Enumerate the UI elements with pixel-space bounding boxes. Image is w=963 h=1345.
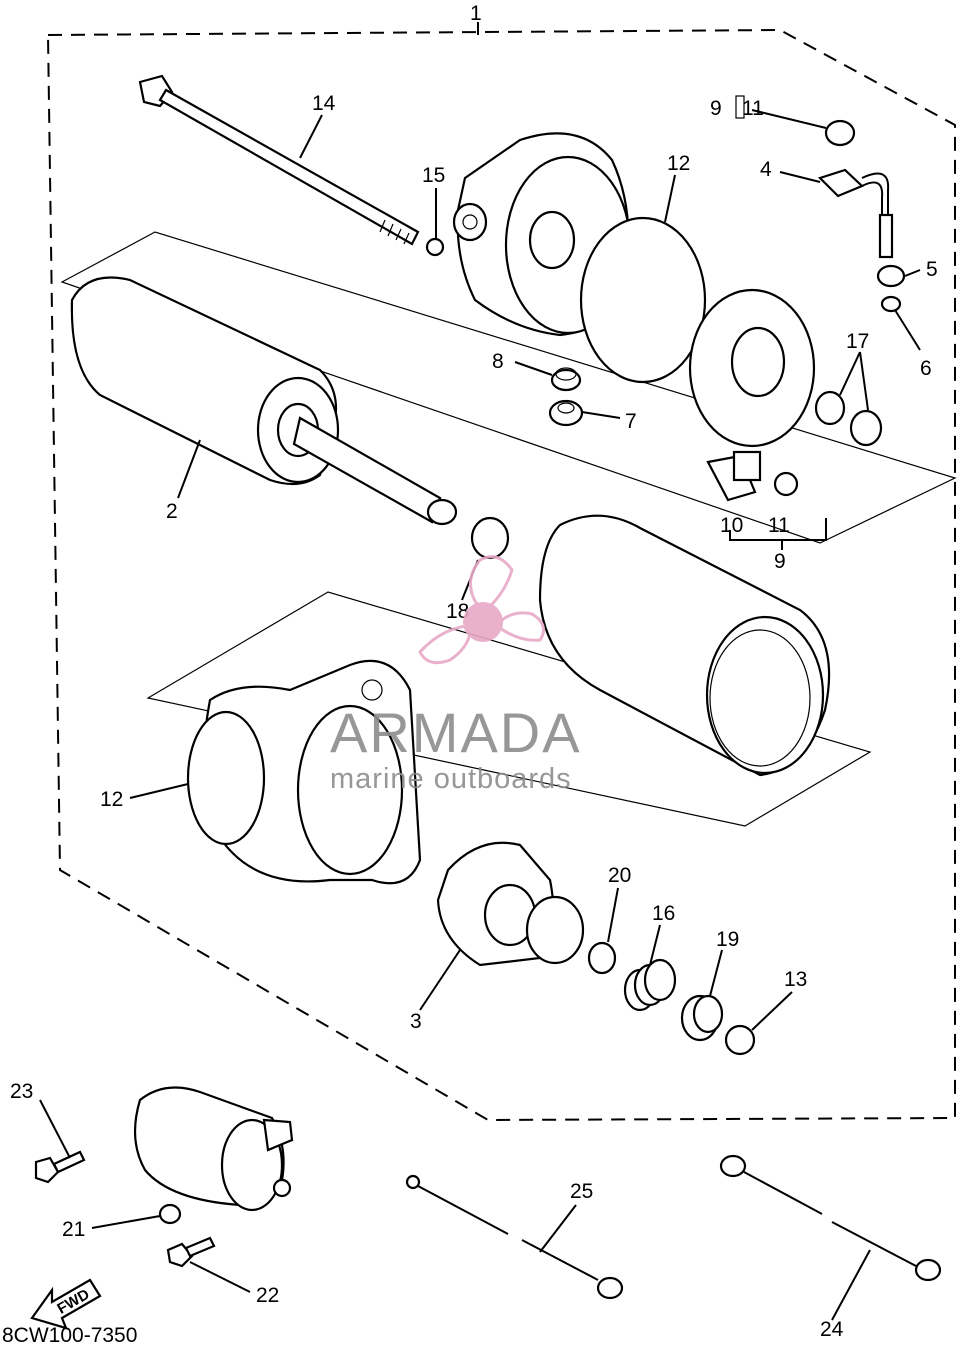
- label-3: 3: [410, 1010, 422, 1033]
- watermark-brand: ARMADA: [330, 701, 582, 764]
- front-cover: [202, 659, 422, 885]
- label-1: 1: [470, 2, 482, 25]
- label-5: 5: [926, 258, 938, 281]
- label-16: 16: [652, 902, 675, 925]
- cable-25: [405, 1174, 624, 1300]
- rear-cover: [452, 132, 632, 337]
- spring: [623, 958, 677, 1012]
- o-ring-lower: [186, 710, 266, 846]
- label-25: 25: [570, 1180, 593, 1203]
- label-18: 18: [446, 600, 469, 623]
- plate-panel-upper: [60, 231, 957, 544]
- bolt-22: [166, 1236, 216, 1268]
- washer-17b: [849, 409, 883, 447]
- label-23: 23: [10, 1080, 33, 1103]
- plate-panel-lower: [146, 591, 872, 827]
- washer-6: [880, 295, 902, 313]
- label-24: 24: [820, 1318, 844, 1341]
- bolt-23: [34, 1150, 86, 1184]
- label-22: 22: [256, 1284, 279, 1307]
- label-20: 20: [608, 864, 631, 887]
- label-14: 14: [312, 92, 336, 115]
- washer-18: [470, 516, 510, 560]
- label-12-lower: 12: [100, 788, 123, 811]
- starter-assembled: [133, 1086, 294, 1212]
- label-17: 17: [846, 330, 869, 353]
- through-bolt: [138, 74, 420, 246]
- label-6: 6: [920, 357, 932, 380]
- small-o-ring: [425, 237, 445, 257]
- nut-21: [158, 1203, 182, 1225]
- lead-wire: [817, 168, 894, 259]
- label-9-top: 9: [710, 97, 722, 120]
- yoke: [538, 514, 831, 777]
- label-10: 10: [720, 514, 743, 537]
- washer-20: [587, 941, 617, 975]
- label-11-top: 11: [742, 97, 764, 120]
- label-11-bottom: 11: [768, 514, 790, 537]
- o-ring-upper: [579, 216, 707, 384]
- watermark: ARMADA marine outboards: [330, 555, 582, 795]
- diagram-code: 8CW100-7350: [2, 1324, 137, 1345]
- brush-holder-plate: [688, 288, 816, 448]
- nut-7: [548, 399, 584, 427]
- fwd-arrow: [30, 1278, 102, 1330]
- cable-24: [719, 1154, 942, 1282]
- washer-17a: [814, 390, 846, 426]
- label-7: 7: [625, 410, 637, 433]
- leader-lines: [39, 109, 921, 1321]
- label-bracket: [735, 95, 745, 119]
- watermark-tagline: marine outboards: [330, 763, 572, 795]
- label-15: 15: [422, 164, 445, 187]
- label-2: 2: [166, 500, 178, 523]
- spring-clip-top: [824, 119, 856, 147]
- label-21: 21: [62, 1218, 85, 1241]
- propeller-logo-icon: [418, 555, 546, 665]
- assembly-boundary: [46, 28, 956, 1122]
- label-8: 8: [492, 350, 504, 373]
- pinion-gear: [436, 841, 585, 967]
- collar: [680, 994, 724, 1042]
- grommet: [876, 264, 906, 288]
- nut-8: [550, 367, 582, 392]
- label-19: 19: [716, 928, 739, 951]
- label-12-upper: 12: [667, 152, 690, 175]
- brush-set: [706, 450, 827, 541]
- label-13: 13: [784, 968, 807, 991]
- armature: [70, 276, 458, 526]
- label-9-bottom: 9: [774, 550, 786, 573]
- circlip: [724, 1024, 756, 1056]
- label-4: 4: [760, 158, 772, 181]
